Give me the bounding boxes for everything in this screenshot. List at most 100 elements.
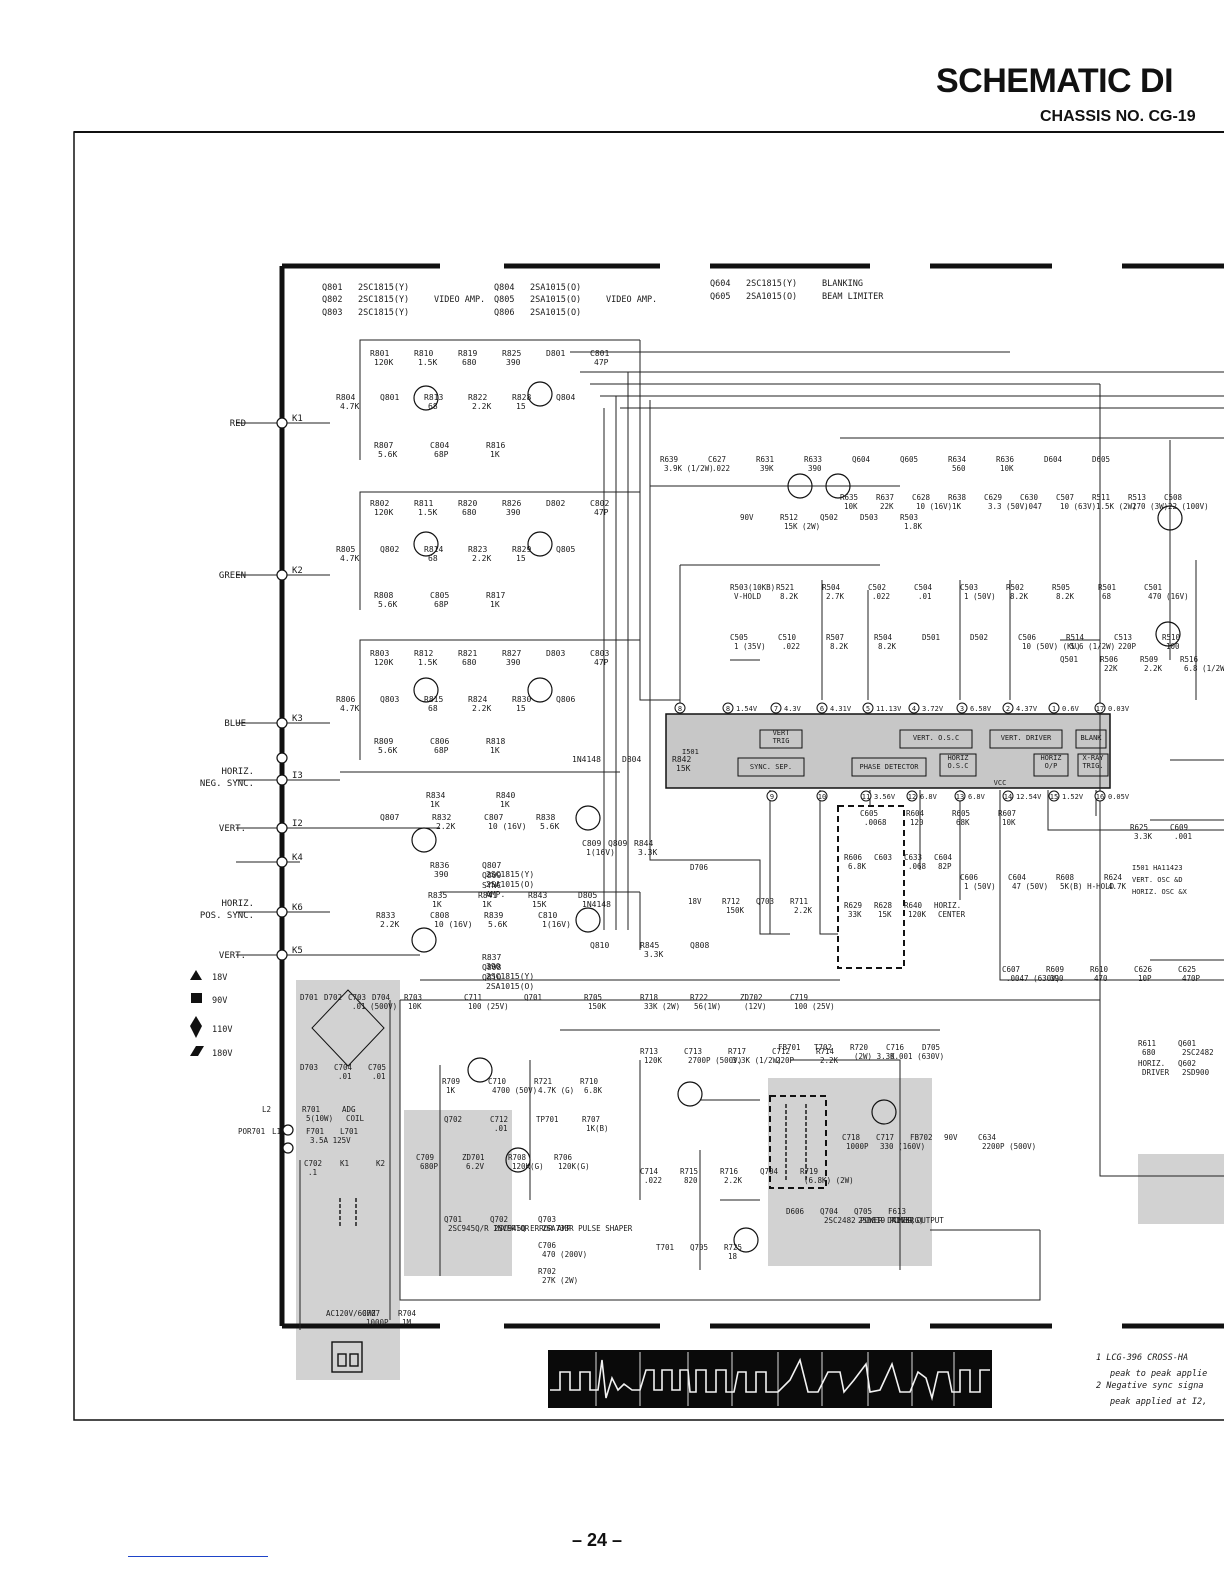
note-line: 1 LCG-396 CROSS-HA: [1096, 1353, 1188, 1363]
vertical-part-value: 3.9K (1/2W): [664, 464, 714, 473]
vertical-part: D605: [1092, 455, 1110, 464]
vertical-part: R514: [1066, 633, 1085, 642]
thick-borders: [279, 263, 1224, 1329]
power-supply-part: Q704: [760, 1167, 779, 1176]
video-amp-part: Q806: [556, 695, 575, 704]
ac-plug: [331, 1341, 363, 1373]
sync-amp-part: Q809: [482, 871, 501, 880]
power-supply-part: D703: [300, 1063, 318, 1072]
transistor-ref: Q806: [494, 308, 514, 318]
horizontal-part-value: DRIVER: [1142, 1068, 1170, 1077]
power-supply-part: D606: [786, 1207, 805, 1216]
vertical-part: D503: [860, 513, 878, 522]
vertical-part-value: 8.2K: [830, 642, 849, 651]
power-supply-part: T702: [814, 1043, 832, 1052]
vertical-part-value: 1.5K (2W): [1096, 502, 1137, 511]
horizontal-part-value: 3.3K: [1134, 832, 1153, 841]
page-number: – 24 –: [572, 1530, 623, 1550]
horiz-center-dashed-box: [837, 805, 905, 969]
vertical-part-value: .022: [872, 592, 890, 601]
horizontal-part: C633: [904, 853, 922, 862]
vertical-part-value: 1 (50V): [964, 592, 996, 601]
video-amp-part: R826: [502, 499, 521, 508]
video-amp-part: R809: [374, 737, 393, 746]
sync-amp-part-value: 2SA1015(O): [486, 982, 534, 991]
power-supply-part: R722: [690, 993, 708, 1002]
transistor-ref: Q801: [322, 283, 342, 293]
power-supply-part-value: 120K: [644, 1056, 663, 1065]
power-supply-part: Q704: [820, 1207, 839, 1216]
ic-pin-voltage: 6.8V: [920, 793, 938, 801]
power-supply-part-value: 1K(B): [586, 1124, 609, 1133]
power-supply-part: Q705: [690, 1243, 708, 1252]
input-terminals: [276, 417, 294, 1154]
power-supply-part: C706: [538, 1241, 557, 1250]
ic-pin-number: 5: [866, 705, 870, 713]
power-supply-part: R707: [582, 1115, 600, 1124]
video-amp-part: R817: [486, 591, 505, 600]
vertical-part: C503: [960, 583, 978, 592]
power-supply-part-value: 1000P: [366, 1318, 389, 1327]
vertical-part-value: 8.2K: [1010, 592, 1029, 601]
terminal-label: I2: [292, 819, 303, 829]
ic-block-label: VERT. DRIVER: [1001, 734, 1052, 742]
ic-block-label: HORIZ: [947, 754, 968, 762]
power-supply-part: R704: [398, 1309, 417, 1318]
ic-pin-voltage: 1.52V: [1062, 793, 1084, 801]
transistor-type: 2SC1815(Y): [746, 279, 797, 289]
ic-pin-voltage: 0.03V: [1108, 705, 1130, 713]
ic-pin-voltage: 4.3V: [784, 705, 802, 713]
sync-amp-part: R842: [672, 755, 691, 764]
power-supply-part: F613: [888, 1207, 906, 1216]
transistor-type: 2SA1015(O): [530, 308, 581, 318]
power-supply-part: L701: [340, 1127, 358, 1136]
video-amp-part: R807: [374, 441, 393, 450]
ic-pin-voltage: 3.72V: [922, 705, 944, 713]
power-supply-part: R718: [640, 993, 659, 1002]
horizontal-part-value: 5K(B) H-HOLD: [1060, 882, 1115, 891]
horizontal-part: C604: [934, 853, 953, 862]
vertical-part: C508: [1164, 493, 1183, 502]
sync-amp-part: Q810: [590, 941, 609, 950]
sync-amp-part-value: 1K: [432, 900, 442, 909]
video-amp-part: R824: [468, 695, 487, 704]
horizontal-part: R611: [1138, 1039, 1156, 1048]
video-amp-part: R815: [424, 695, 443, 704]
power-shade-left: [296, 980, 400, 1380]
sync-amp-part-value: 3.3K: [644, 950, 663, 959]
power-supply-part-value: 220P: [776, 1056, 795, 1065]
transistor-type: 2SC1815(Y): [358, 283, 409, 293]
sync-amp-part-value: 3.3K: [638, 848, 657, 857]
sync-amp-part: R844: [634, 839, 653, 848]
vertical-part: Q605: [900, 455, 918, 464]
sync-amp-part: R843: [528, 891, 547, 900]
vertical-part-value: 3.3 (50V): [988, 502, 1029, 511]
vertical-part: R505: [1052, 583, 1070, 592]
power-supply-part-value: 4700 (50V): [492, 1086, 537, 1095]
outer-frame: [73, 131, 1224, 1421]
ic-i501: [665, 713, 1111, 789]
horizontal-part: R607: [998, 809, 1016, 818]
power-supply-part: R719: [800, 1167, 818, 1176]
video-amp-part-value: 680: [462, 658, 477, 667]
power-supply-part: Q703: [756, 897, 774, 906]
transistor-function: VIDEO AMP.: [606, 295, 657, 305]
video-amp-part: D803: [546, 649, 565, 658]
video-amp-part-value: 68P: [434, 746, 449, 755]
video-amp-part-value: 4.7K: [340, 402, 359, 411]
vertical-part: R635: [840, 493, 858, 502]
vertical-part: R521: [776, 583, 794, 592]
video-amp-part-value: 390: [506, 658, 521, 667]
horizontal-part: R629: [844, 901, 862, 910]
power-supply-part: R706: [554, 1153, 573, 1162]
power-supply-part-value: COIL: [346, 1114, 365, 1123]
transformers: [339, 1104, 807, 1226]
horizontal-part: R608: [1056, 873, 1075, 882]
power-supply-part-value: 4.7K(G): [892, 1216, 924, 1225]
note-line: peak to peak applie: [1109, 1369, 1207, 1379]
video-amp-part-value: 47P: [594, 358, 609, 367]
vertical-part: C504: [914, 583, 933, 592]
ic-pin-number: 9: [770, 793, 774, 801]
ic-pin-marker: [1094, 790, 1106, 802]
horizontal-part-value: .0047 (630V): [1006, 974, 1060, 983]
